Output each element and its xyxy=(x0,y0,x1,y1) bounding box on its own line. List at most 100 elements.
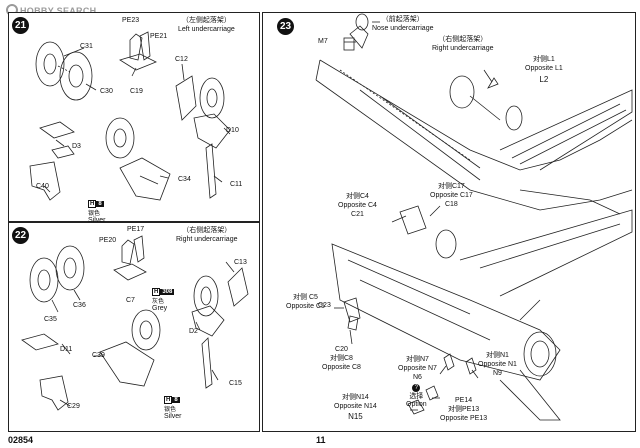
label-c29: C29 xyxy=(67,403,80,410)
label-c15: C15 xyxy=(229,380,242,387)
c31-wheel-half xyxy=(35,41,65,87)
c18-door xyxy=(399,205,427,235)
d2-part xyxy=(191,305,225,337)
c7-part xyxy=(113,263,147,281)
step-23-panel xyxy=(262,12,636,432)
paint-h-chip: H xyxy=(152,288,161,296)
label-c36: C36 xyxy=(73,302,86,309)
label-c7: C7 xyxy=(126,297,135,304)
paint-code-chip: 8 xyxy=(96,201,104,207)
step-22-title: （右侧起落架）Right undercarriage xyxy=(176,227,238,243)
label-right-undercarriage-top: （右侧起落架）Right undercarriage xyxy=(432,36,494,52)
label-pe23: PE23 xyxy=(122,17,140,24)
label-c23: C23 xyxy=(318,302,331,309)
d10-part xyxy=(193,113,231,149)
lower-fuselage xyxy=(331,243,561,381)
label-c35: C35 xyxy=(44,316,57,323)
label-pe20: PE20 xyxy=(99,237,117,244)
label-pe17: PE17 xyxy=(127,226,145,233)
label-pe21: PE21 xyxy=(150,33,168,40)
l1-part xyxy=(487,77,499,89)
step-22-badge: 22 xyxy=(12,227,29,244)
label-nose-undercarriage: （前起落架）Nose undercarriage xyxy=(372,16,434,32)
upper-fuselage-top xyxy=(319,59,633,171)
c36-wheel-half xyxy=(55,245,85,291)
paint-h-chip: H xyxy=(88,200,97,208)
paint-h-chip: H xyxy=(164,396,173,404)
c30-wheel-half xyxy=(59,51,93,101)
mid-gear-wheel xyxy=(435,229,457,259)
c20-part xyxy=(347,315,359,331)
c23-door xyxy=(343,297,361,323)
right-gear-wheel xyxy=(449,75,475,109)
label-d3: D3 xyxy=(72,143,81,150)
footer-page-number: 11 xyxy=(316,435,326,445)
c15-leg xyxy=(201,337,213,389)
label-c19: C19 xyxy=(130,88,143,95)
label-d2: D2 xyxy=(189,328,198,335)
n9-part xyxy=(465,357,477,375)
label-c31: C31 xyxy=(80,43,93,50)
pe21-part xyxy=(139,31,151,61)
step-21-title: （左侧起落架）Left undercarriage xyxy=(178,17,235,33)
step-23-badge: 23 xyxy=(277,18,294,35)
c39-part xyxy=(99,341,155,387)
n6-part xyxy=(443,353,455,371)
label-d11: D11 xyxy=(60,346,73,353)
exhaust-nozzle xyxy=(523,331,557,377)
paint-code-chip: 8 xyxy=(172,397,180,403)
paint-code-chip: 308 xyxy=(160,289,175,295)
label-c12: C12 xyxy=(175,56,188,63)
c13-door xyxy=(227,267,249,307)
footer-code: 02854 xyxy=(8,435,34,445)
label-c40: C40 xyxy=(36,183,49,190)
label-d10: D10 xyxy=(226,127,239,134)
c19-part xyxy=(119,53,157,71)
assembled-wheel-22 xyxy=(131,309,161,351)
d3-wheel xyxy=(105,117,135,159)
pe14-part xyxy=(425,385,439,401)
ventral-fin xyxy=(499,369,561,421)
step-22-panel xyxy=(8,222,260,432)
label-c11: C11 xyxy=(230,181,243,188)
n15-part xyxy=(407,399,425,415)
nose-gear-strut xyxy=(349,25,369,49)
step-21-badge: 21 xyxy=(12,17,29,34)
label-c34: C34 xyxy=(178,176,191,183)
label-c13: C13 xyxy=(234,259,247,266)
lower-wing-2 xyxy=(459,209,633,297)
d11-part xyxy=(21,333,59,351)
c34-part xyxy=(119,157,171,201)
pe23-part xyxy=(129,33,143,61)
c12-door xyxy=(175,75,197,121)
label-c39: C39 xyxy=(92,352,105,359)
main-wheel-right xyxy=(193,275,219,317)
label-c30: C30 xyxy=(100,88,113,95)
m7-part xyxy=(343,37,355,51)
option-icon: ? xyxy=(412,384,421,392)
main-wheel xyxy=(199,77,225,119)
d3-part xyxy=(39,121,75,139)
upper-wing xyxy=(499,89,633,171)
pe20-part xyxy=(121,239,135,265)
nose-wheel xyxy=(355,13,369,31)
c40-part xyxy=(29,161,61,201)
pe17-part xyxy=(133,235,145,263)
c11-leg xyxy=(205,143,217,199)
step-21-panel xyxy=(8,12,260,222)
label-m7: M7 xyxy=(318,38,328,45)
